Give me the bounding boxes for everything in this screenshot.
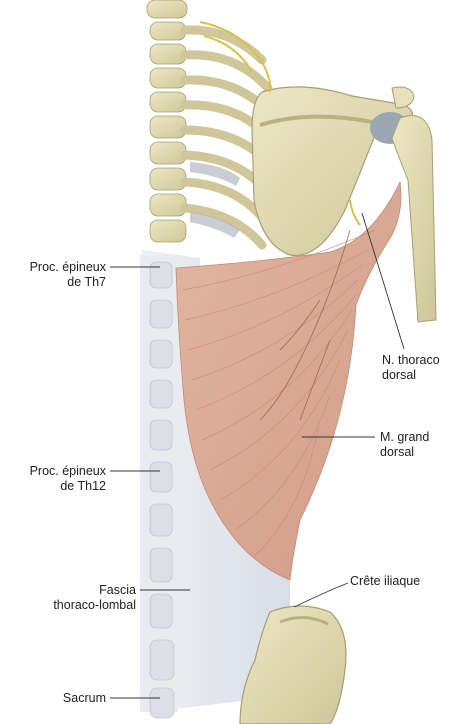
label-crete-line1: Crête iliaque	[350, 574, 421, 588]
label-proc-th12-line2: de Th12	[60, 479, 106, 493]
label-fascia-line1: Fascia	[99, 583, 136, 597]
label-proc-th7: Proc. épineux de Th7	[6, 260, 106, 290]
label-n-thoraco-line1: N. thoraco	[382, 353, 440, 367]
label-n-thoraco-line2: dorsal	[382, 368, 417, 382]
intercostal-spaces	[190, 162, 240, 238]
label-sacrum-line1: Sacrum	[62, 691, 106, 705]
latissimus-dorsi	[175, 180, 402, 581]
vertebral-column	[146, 0, 188, 243]
leader-crete	[293, 582, 349, 608]
label-m-grand-line1: M. grand	[380, 430, 430, 444]
label-m-grand: M. grand dorsal	[380, 430, 458, 460]
label-n-thoraco: N. thoraco dorsal	[382, 353, 458, 383]
lower-spinous-processes	[149, 261, 175, 719]
label-proc-th7-line1: Proc. épineux	[29, 260, 106, 274]
iliac-bone	[239, 605, 347, 724]
label-fascia: Fascia thoraco-lombal	[6, 583, 136, 613]
label-sacrum: Sacrum	[6, 691, 106, 706]
humerus	[370, 112, 437, 323]
label-proc-th12-line1: Proc. épineux	[29, 464, 106, 478]
label-m-grand-line2: dorsal	[380, 445, 415, 459]
label-proc-th7-line2: de Th7	[67, 275, 106, 289]
label-proc-th12: Proc. épineux de Th12	[6, 464, 106, 494]
thoracodorsal-nerve	[199, 21, 361, 226]
leader-n-thoraco	[361, 212, 405, 350]
label-fascia-line2: thoraco-lombal	[53, 598, 136, 612]
label-crete: Crête iliaque	[350, 574, 456, 589]
leader-lines	[110, 212, 405, 699]
